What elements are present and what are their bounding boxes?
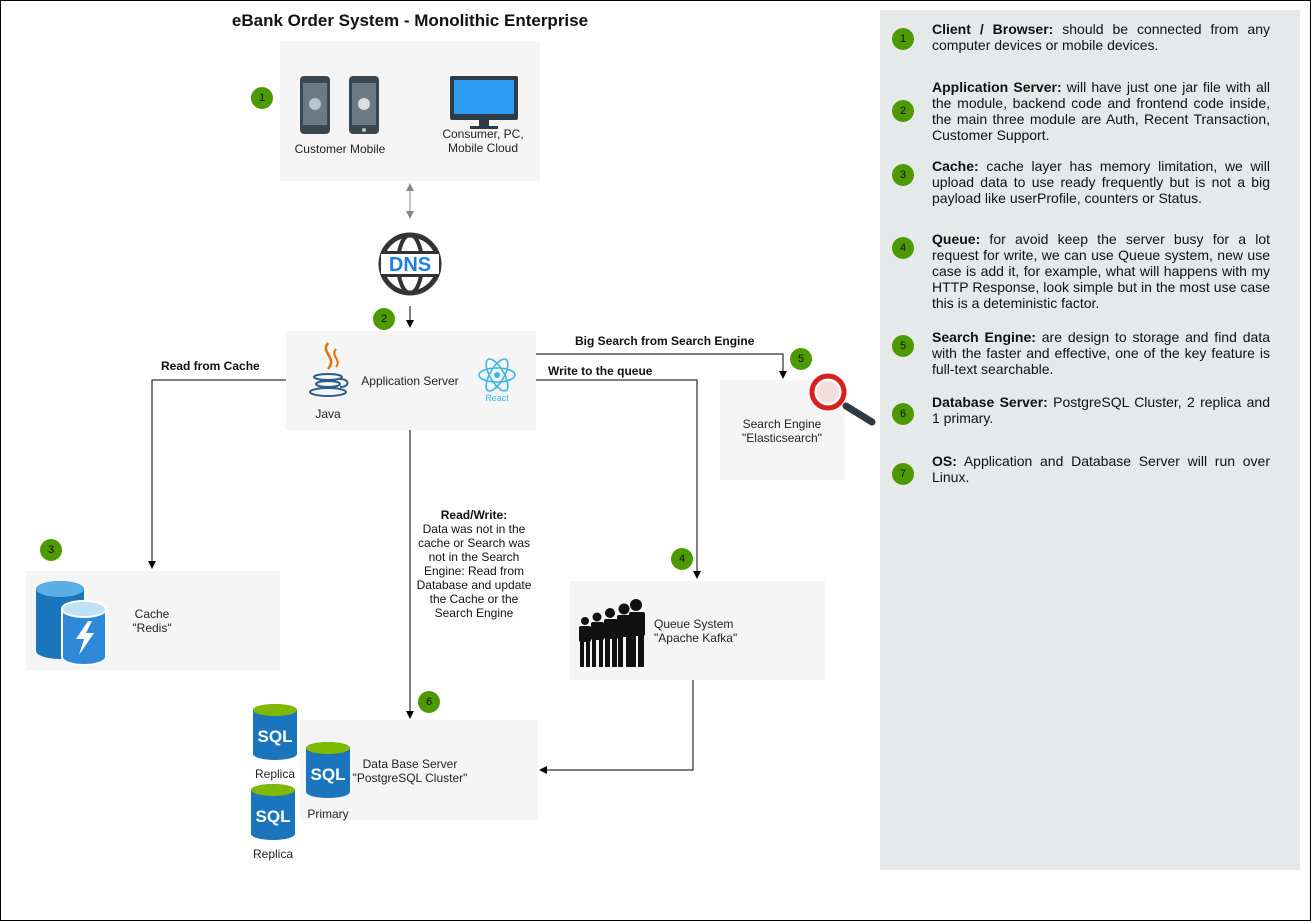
sql-replica-top-icon: SQL: [253, 704, 297, 760]
sql-primary-icon: SQL: [306, 742, 350, 798]
primary-label: Primary: [307, 807, 349, 821]
database-label: Data Base Server "PostgreSQL Cluster": [352, 757, 468, 785]
read-cache-label: Read from Cache: [161, 359, 260, 373]
replica-top-label: Replica: [254, 767, 296, 781]
sql-replica-bottom-icon: SQL: [251, 784, 295, 840]
client-box: Customer Mobile Consumer, PC, Mobile Clo…: [280, 41, 540, 181]
react-text: React: [485, 393, 509, 403]
badge-client: 1: [251, 87, 273, 109]
queue-box: Queue System "Apache Kafka": [570, 581, 825, 680]
java-label: Java: [315, 407, 341, 421]
legend-text: PostgreSQL Cluster, 2 replica and 1 prim…: [932, 394, 1270, 426]
legend-title: Queue:: [932, 231, 981, 247]
diagram-title: eBank Order System - Monolithic Enterpri…: [231, 11, 589, 30]
badge-database: 6: [418, 691, 440, 713]
legend-badge-3: 3: [892, 164, 914, 186]
legend-item-database: Database Server: PostgreSQL Cluster, 2 r…: [932, 394, 1270, 426]
edge-queue-db: [539, 680, 694, 774]
redis-cache-icon: [36, 581, 107, 666]
dns-text: DNS: [389, 254, 431, 276]
app-server-box: Java Application Server React: [286, 331, 536, 430]
android-phone-icon: [300, 76, 330, 134]
badge-queue: 4: [671, 548, 693, 570]
legend-item-queue: Queue: for avoid keep the server busy fo…: [932, 231, 1270, 311]
app-server-label: Application Server: [361, 374, 459, 388]
badge-search: 5: [790, 348, 812, 370]
legend-panel: 1 Client / Browser: should be connected …: [880, 10, 1300, 870]
legend-badge-5: 5: [892, 335, 914, 357]
legend-text: cache layer has memory limitation, we wi…: [932, 158, 1270, 206]
java-icon: [309, 342, 349, 397]
sql-text-replica-top: SQL: [258, 727, 293, 746]
cache-label: Cache "Redis": [132, 607, 172, 635]
legend-text: for avoid keep the server busy for a lot…: [932, 231, 1270, 311]
big-search-label: Big Search from Search Engine: [575, 334, 755, 348]
search-engine-box: Search Engine "Elasticsearch": [720, 380, 845, 480]
badge-app-server: 2: [373, 308, 395, 330]
legend-item-app-server: Application Server: will have just one j…: [932, 79, 1270, 143]
sql-text-primary: SQL: [311, 765, 346, 784]
legend-title: Search Engine:: [932, 329, 1036, 345]
monitor-icon: [450, 76, 518, 129]
legend-badge-6: 6: [892, 403, 914, 425]
legend-badge-1: 1: [892, 28, 914, 50]
mobile-label: Customer Mobile: [294, 142, 386, 156]
legend-title: Cache:: [932, 158, 979, 174]
legend-badge-4: 4: [892, 237, 914, 259]
legend-item-os: OS: Application and Database Server will…: [932, 453, 1270, 485]
legend-badge-7: 7: [892, 463, 914, 485]
legend-title: Client / Browser:: [932, 21, 1054, 37]
read-write-label: Read/Write: Data was not in the cache or…: [412, 508, 536, 620]
react-icon: React: [478, 358, 516, 403]
legend-text: are design to storage and find data with…: [932, 329, 1270, 377]
legend-text: will have just one jar file with all the…: [932, 79, 1271, 143]
legend-text: should be connected from any computer de…: [932, 21, 1270, 53]
replica-bottom-label: Replica: [252, 847, 294, 861]
search-engine-label: Search Engine "Elasticsearch": [742, 417, 822, 445]
sql-text-replica-bottom: SQL: [256, 807, 291, 826]
dns-icon: DNS: [378, 232, 442, 296]
edge-big-search: [536, 353, 787, 379]
legend-title: Application Server:: [932, 79, 1062, 95]
magnifier-icon: [809, 373, 876, 426]
legend-item-search: Search Engine: are design to storage and…: [932, 329, 1270, 377]
legend-item-cache: Cache: cache layer has memory limitation…: [932, 158, 1270, 206]
legend-item-client: Client / Browser: should be connected fr…: [932, 21, 1270, 53]
people-queue-icon: [579, 599, 645, 667]
legend-badge-2: 2: [892, 100, 914, 122]
read-write-title: Read/Write:: [440, 508, 508, 522]
legend-title: Database Server:: [932, 394, 1048, 410]
legend-title: OS:: [932, 453, 957, 469]
cache-box: Cache "Redis": [26, 571, 280, 670]
apple-phone-icon: [349, 76, 379, 134]
read-write-body: Data was not in the cache or Search was …: [416, 522, 532, 620]
legend-text: Application and Database Server will run…: [932, 453, 1270, 485]
edge-write-queue: [536, 379, 701, 579]
pc-label: Consumer, PC, Mobile Cloud: [442, 127, 524, 155]
badge-cache: 3: [40, 539, 62, 561]
queue-label: Queue System "Apache Kafka": [654, 617, 738, 645]
write-queue-label: Write to the queue: [548, 364, 653, 378]
edge-read-cache: [148, 379, 286, 569]
phone-icons: [300, 76, 518, 134]
